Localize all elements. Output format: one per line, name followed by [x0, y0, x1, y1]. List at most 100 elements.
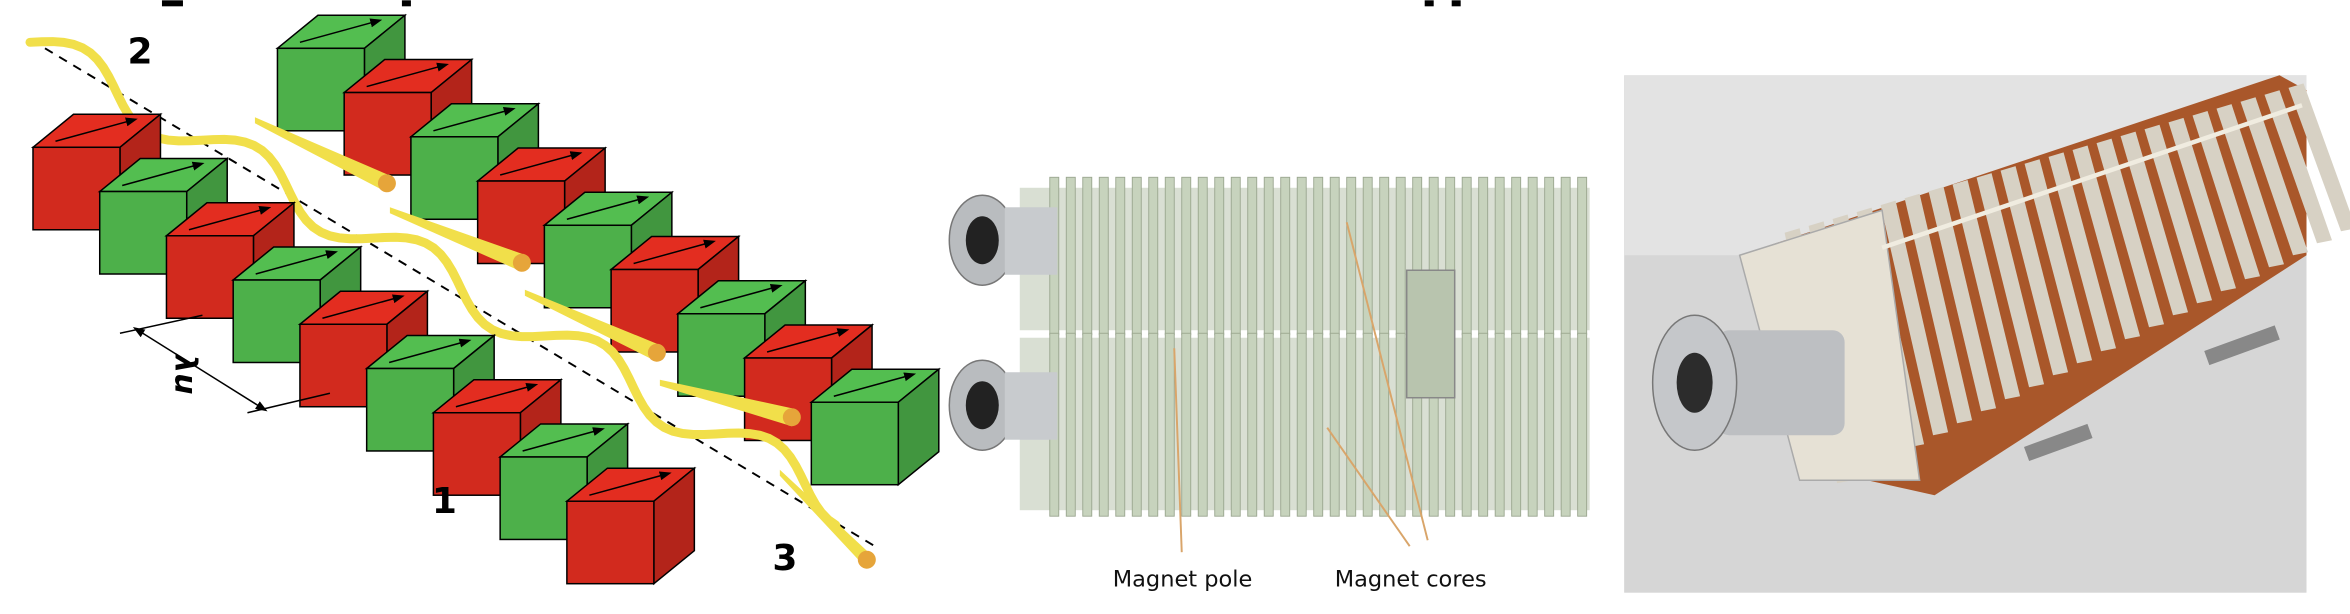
radiation-cone	[389, 207, 522, 272]
magnet-core	[1329, 332, 1340, 517]
coil-spacer	[2096, 138, 2165, 328]
coil-spacer	[2120, 131, 2189, 316]
magnet-core	[1131, 332, 1142, 517]
coil-spacer	[2168, 117, 2237, 292]
label-2: 2	[127, 31, 152, 72]
magnet-core	[1181, 176, 1192, 336]
magnet-core	[1296, 176, 1307, 336]
magnet-core	[1379, 332, 1390, 517]
magnet-core	[1148, 332, 1159, 517]
magnet-core	[1313, 332, 1324, 517]
magnet-block	[564, 466, 697, 586]
magnet-core	[1560, 332, 1571, 517]
magnet-core	[1164, 176, 1175, 336]
magnet-core	[1560, 176, 1571, 336]
lower-magnet-assembly	[948, 332, 1590, 517]
magnet-pole-label: Magnet pole	[1113, 567, 1253, 593]
coil-spacer	[1928, 186, 1997, 412]
magnet-core	[1461, 332, 1472, 517]
magnet-core	[1494, 176, 1505, 336]
magnet-core	[1181, 332, 1192, 517]
magnet-core	[1131, 176, 1142, 336]
magnet-cores-label: Magnet cores	[1335, 567, 1487, 593]
magnet-core	[1527, 176, 1538, 336]
undulator-schematic: λu 2 1 3	[25, 13, 941, 586]
magnet-core	[1346, 332, 1357, 517]
magnet-core	[1577, 176, 1588, 336]
magnet-core	[1395, 332, 1406, 517]
magnet-core	[1247, 176, 1258, 336]
magnet-core	[1082, 176, 1093, 336]
magnet-core	[1098, 332, 1109, 517]
period-label: λu	[167, 352, 202, 394]
magnet-core	[1263, 332, 1274, 517]
magnet-core	[1098, 176, 1109, 336]
label-3: 3	[772, 538, 797, 579]
connector-box	[1405, 269, 1456, 399]
radiation-cone	[779, 469, 867, 569]
magnet-core	[1115, 176, 1126, 336]
magnet-core	[1065, 176, 1076, 336]
magnet-core	[1247, 332, 1258, 517]
magnet-core	[1115, 332, 1126, 517]
magnet-core	[1065, 332, 1076, 517]
magnet-core	[1577, 332, 1588, 517]
magnet-core	[1395, 176, 1406, 336]
coil-spacer	[2072, 145, 2141, 340]
magnet-core	[1362, 176, 1373, 336]
period-marker	[119, 314, 331, 414]
coil-spacer	[1904, 193, 1973, 424]
undulator-photo	[1624, 75, 2350, 593]
coil-spacer	[1880, 200, 1949, 436]
coil-spacer	[2024, 159, 2093, 364]
coil-spacer	[1952, 179, 2021, 400]
magnet-core	[1280, 176, 1291, 336]
magnet-core	[1230, 332, 1241, 517]
magnet-core	[1214, 176, 1225, 336]
magnet-core	[1544, 332, 1555, 517]
magnet-core	[1329, 176, 1340, 336]
magnet-core	[1379, 176, 1390, 336]
magnet-render: Magnet pole Magnet cores	[948, 176, 1590, 593]
radiation-cone	[524, 289, 657, 362]
coil-spacer	[2192, 110, 2261, 280]
radiation-cone	[254, 117, 387, 193]
magnet-core	[1164, 332, 1175, 517]
magnet-core	[1197, 176, 1208, 336]
magnet-row-front	[30, 112, 697, 586]
magnet-core	[1313, 176, 1324, 336]
magnet-core	[1362, 332, 1373, 517]
magnet-row-back	[275, 13, 941, 487]
magnet-core	[1148, 176, 1159, 336]
cut-title-fragments	[161, 0, 1461, 7]
coil-spacer	[2048, 152, 2117, 352]
radiation-cone	[659, 379, 792, 427]
magnet-core	[1511, 176, 1522, 336]
magnet-core	[1511, 332, 1522, 517]
magnet-core	[1230, 176, 1241, 336]
wire	[1881, 103, 2303, 250]
magnet-core	[1544, 176, 1555, 336]
magnet-core	[1494, 332, 1505, 517]
magnet-core	[1296, 332, 1307, 517]
callout-lines	[1173, 222, 1429, 553]
magnet-core	[1478, 176, 1489, 336]
magnet-core	[1461, 176, 1472, 336]
coil-spacer	[1976, 173, 2045, 388]
coil-spacer	[2144, 124, 2213, 304]
magnet-core	[1214, 332, 1225, 517]
magnet-core	[1197, 332, 1208, 517]
magnet-core	[1280, 332, 1291, 517]
coil-spacer	[2288, 83, 2350, 232]
magnet-core	[1527, 332, 1538, 517]
coil-spacer	[2216, 104, 2285, 268]
coil-spacer	[2000, 166, 2069, 376]
magnet-core	[1478, 332, 1489, 517]
magnet-core	[1082, 332, 1093, 517]
coil-spacer	[2240, 97, 2309, 256]
upper-magnet-assembly	[948, 176, 1590, 336]
coil-spacer	[2264, 90, 2333, 244]
magnet-core	[1263, 176, 1274, 336]
label-1: 1	[432, 481, 457, 522]
